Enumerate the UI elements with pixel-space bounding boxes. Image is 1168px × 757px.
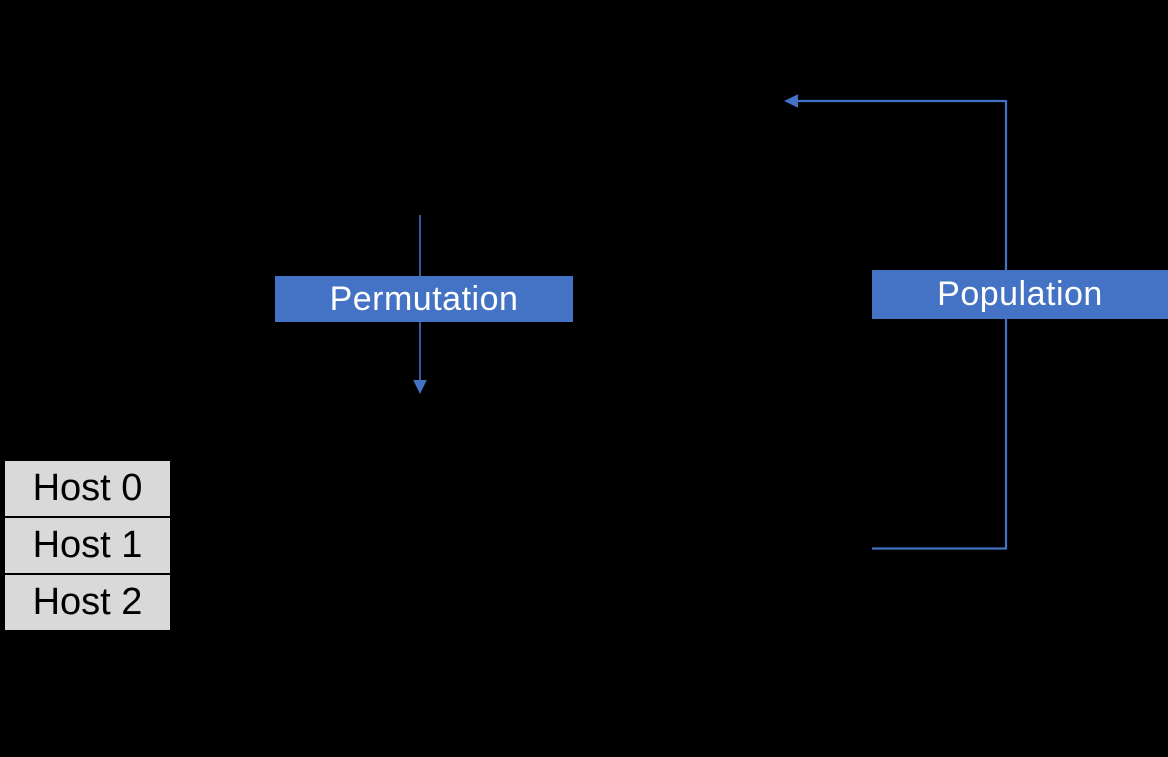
host-2-label: Host 2 [32, 581, 143, 623]
population-label: Population [937, 275, 1103, 313]
host-row-0: Host 0 [3, 459, 172, 518]
host-1-label: Host 1 [32, 524, 143, 566]
host-row-1: Host 1 [3, 516, 172, 575]
arrowhead-down-icon [413, 380, 427, 394]
permutation-label: Permutation [329, 279, 519, 318]
host-0-label: Host 0 [32, 467, 143, 509]
host-row-2: Host 2 [3, 573, 172, 632]
host-stack: Host 0 Host 1 Host 2 [3, 459, 172, 632]
population-label-box: Population [872, 270, 1168, 319]
permutation-label-box: Permutation [275, 276, 573, 322]
population-loop-arrow [784, 94, 1008, 550]
arrowhead-left-icon [784, 94, 798, 108]
